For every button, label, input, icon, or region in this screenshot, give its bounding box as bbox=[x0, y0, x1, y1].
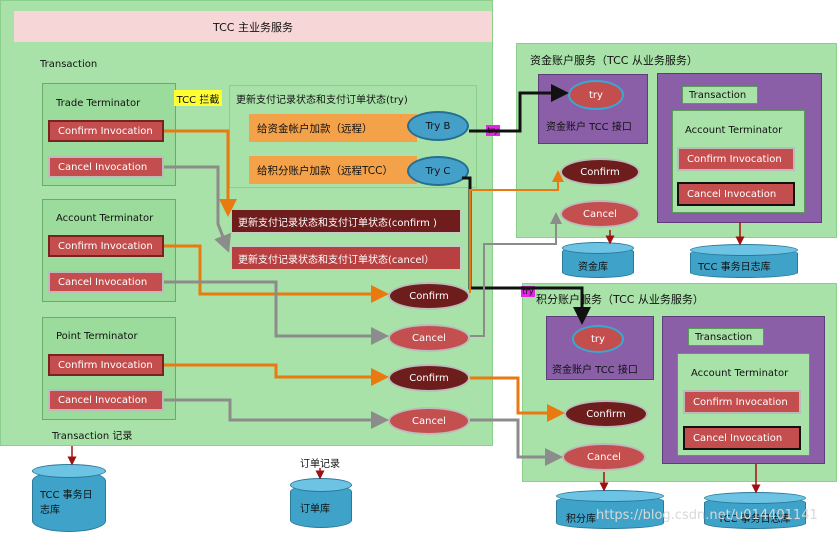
arrow-points-cancel bbox=[470, 418, 563, 466]
points-terminator-label: Account Terminator bbox=[691, 368, 789, 379]
trade-cancel-invocation[interactable]: Cancel Invocation bbox=[48, 156, 164, 178]
arrow-point-confirm bbox=[164, 363, 389, 386]
points-cancel-invocation[interactable]: Cancel Invocation bbox=[683, 426, 801, 450]
points-service-title: 积分账户服务（TCC 从业务服务） bbox=[536, 293, 704, 306]
remote-points-bar: 给积分账户加款（远程TCC） bbox=[249, 156, 417, 184]
points-transaction-label: Transaction bbox=[688, 328, 764, 346]
fund-interface-label: 资金账户 TCC 接口 bbox=[546, 122, 632, 133]
point-terminator-label: Point Terminator bbox=[56, 331, 138, 342]
points-try-node[interactable]: try bbox=[572, 325, 624, 353]
main-confirm-node-1[interactable]: Confirm bbox=[388, 282, 470, 310]
account-confirm-invocation[interactable]: Confirm Invocation bbox=[48, 235, 164, 257]
arrow-points-confirm bbox=[470, 376, 565, 422]
points-interface-label: 资金账户 TCC 接口 bbox=[552, 365, 638, 376]
arrow-trade-confirm bbox=[164, 129, 237, 217]
arrow-account-cancel bbox=[164, 280, 389, 345]
try-c-node[interactable]: Try C bbox=[407, 156, 469, 186]
order-log-label: 订单记录 bbox=[300, 459, 340, 470]
order-db-label: 订单库 bbox=[300, 504, 330, 515]
account-terminator-label: Account Terminator bbox=[56, 213, 154, 224]
point-cancel-invocation[interactable]: Cancel Invocation bbox=[48, 389, 164, 411]
points-db-label: 积分库 bbox=[566, 514, 596, 525]
fund-cancel-invocation[interactable]: Cancel Invocation bbox=[677, 182, 795, 206]
arrow-fund-confirm bbox=[469, 170, 564, 293]
points-try-tag: try bbox=[521, 286, 535, 297]
watermark: https://blog.csdn.net/u014401141 bbox=[596, 508, 818, 523]
trade-terminator-label: Trade Terminator bbox=[56, 98, 141, 109]
trade-confirm-invocation[interactable]: Confirm Invocation bbox=[48, 120, 164, 142]
fund-terminator-label: Account Terminator bbox=[685, 125, 783, 136]
arrow-try-b bbox=[469, 84, 569, 133]
transaction-label: Transaction bbox=[40, 59, 98, 70]
try-b-node[interactable]: Try B bbox=[407, 111, 469, 141]
tcc-intercept-tag: TCC 拦截 bbox=[174, 90, 222, 106]
arrow-fund-cancel bbox=[470, 212, 562, 337]
main-cancel-node-1[interactable]: Cancel bbox=[388, 324, 470, 352]
tcc-log-db-label: TCC 事务日志库 bbox=[40, 490, 93, 516]
transaction-log-label: Transaction 记录 bbox=[52, 431, 133, 442]
fund-transaction-label: Transaction bbox=[682, 86, 758, 104]
fund-confirm-node[interactable]: Confirm bbox=[560, 158, 640, 186]
points-log-db-label: TCC 事务日志库 bbox=[718, 514, 791, 525]
update-confirm-bar: 更新支付记录状态和支付订单状态(confirm ) bbox=[231, 209, 461, 233]
tcc-log-db bbox=[32, 470, 106, 532]
main-cancel-node-2[interactable]: Cancel bbox=[388, 407, 470, 435]
fund-confirm-invocation[interactable]: Confirm Invocation bbox=[677, 147, 795, 171]
fund-cancel-node[interactable]: Cancel bbox=[560, 200, 640, 228]
fund-db-label: 资金库 bbox=[578, 262, 608, 273]
fund-db-top bbox=[562, 242, 634, 254]
arrow-point-cancel bbox=[164, 398, 389, 429]
account-cancel-invocation[interactable]: Cancel Invocation bbox=[48, 271, 164, 293]
update-cancel-bar: 更新支付记录状态和支付订单状态(cancel） bbox=[231, 246, 461, 270]
main-confirm-node-2[interactable]: Confirm bbox=[388, 364, 470, 392]
remote-fund-bar: 给资金帐户加款（远程） bbox=[249, 114, 417, 142]
arrow-account-confirm bbox=[164, 244, 389, 303]
points-cancel-node[interactable]: Cancel bbox=[562, 443, 646, 471]
point-confirm-invocation[interactable]: Confirm Invocation bbox=[48, 354, 164, 376]
points-db-top bbox=[556, 490, 664, 502]
fund-service-title: 资金账户服务（TCC 从业务服务） bbox=[530, 54, 698, 67]
points-confirm-node[interactable]: Confirm bbox=[564, 400, 648, 428]
arrow-try-c bbox=[462, 176, 591, 325]
points-confirm-invocation[interactable]: Confirm Invocation bbox=[683, 390, 801, 414]
main-service-title: TCC 主业务服务 bbox=[14, 11, 492, 42]
update-try-label: 更新支付记录状态和支付订单状态(try) bbox=[236, 95, 408, 106]
fund-try-node[interactable]: try bbox=[568, 80, 624, 110]
fund-log-db-label: TCC 事务日志库 bbox=[698, 262, 771, 273]
arrow-trade-cancel bbox=[164, 165, 232, 253]
